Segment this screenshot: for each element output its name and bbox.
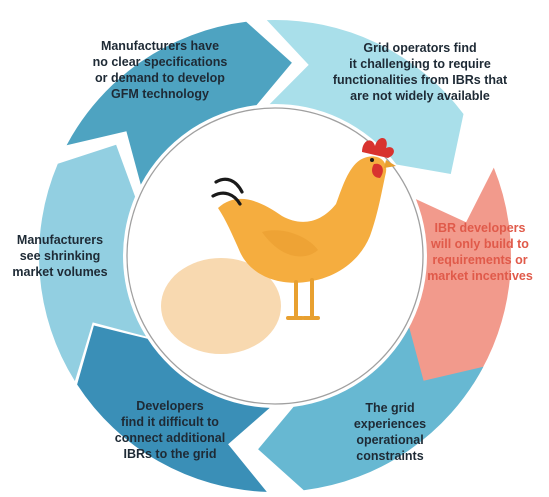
label-grid-operators: Grid operators find it challenging to req… — [300, 40, 540, 104]
label-line: find it difficult to — [121, 415, 219, 429]
label-line: market incentives — [427, 269, 533, 283]
label-manufacturers-shrinking: Manufacturers see shrinking market volumes — [0, 232, 120, 280]
chicken-comb — [362, 137, 394, 158]
label-ibr-developers: IBR developers will only build to requirem… — [405, 220, 549, 284]
label-line: functionalities from IBRs that — [332, 73, 508, 87]
chicken-wing — [262, 230, 318, 257]
label-line: experiences — [353, 417, 427, 431]
cycle-arrows — [39, 19, 511, 492]
chicken-beak — [384, 160, 396, 168]
label-line: connect additional — [114, 431, 226, 445]
label-line: IBRs to the grid — [123, 447, 217, 461]
chicken-tail — [211, 177, 244, 206]
label-line: GFM technology — [111, 87, 209, 101]
label-line: are not widely available — [350, 89, 490, 103]
label-line: or demand to develop — [95, 71, 225, 85]
arrow-manufacturers-shrinking — [39, 144, 147, 382]
label-line: IBR developers — [434, 221, 526, 235]
label-line: it challenging to require — [349, 57, 491, 71]
arrow-developers-connect — [77, 325, 270, 492]
chicken-icon — [211, 137, 396, 320]
label-manufacturers-no-specs: Manufacturers have no clear specification… — [55, 38, 265, 102]
label-line: requirements or — [432, 253, 528, 267]
egg — [161, 258, 281, 354]
chicken-legs — [286, 278, 320, 320]
label-line: Manufacturers — [16, 233, 104, 247]
arrow-grid-constraints — [258, 327, 484, 491]
arrow-manufacturers-no-specs — [66, 21, 292, 185]
label-line: no clear specifications — [92, 55, 228, 69]
label-line: Developers — [136, 399, 204, 413]
chicken-eye — [370, 158, 374, 162]
arrow-grid-operators — [266, 19, 464, 175]
label-line: operational — [356, 433, 424, 447]
label-line: Manufacturers have — [100, 39, 220, 53]
label-line: Grid operators find — [363, 41, 477, 55]
label-developers-connect: Developers find it difficult to connect ad… — [90, 398, 250, 462]
label-line: market volumes — [12, 265, 108, 279]
label-line: constraints — [356, 449, 424, 463]
label-line: see shrinking — [19, 249, 101, 263]
chicken-wattle — [372, 163, 383, 178]
label-grid-constraints: The grid experiences operational constraint… — [325, 400, 455, 464]
arrow-ibr-developers — [402, 167, 511, 394]
label-line: The grid — [365, 401, 415, 415]
label-line: will only build to — [431, 237, 529, 251]
